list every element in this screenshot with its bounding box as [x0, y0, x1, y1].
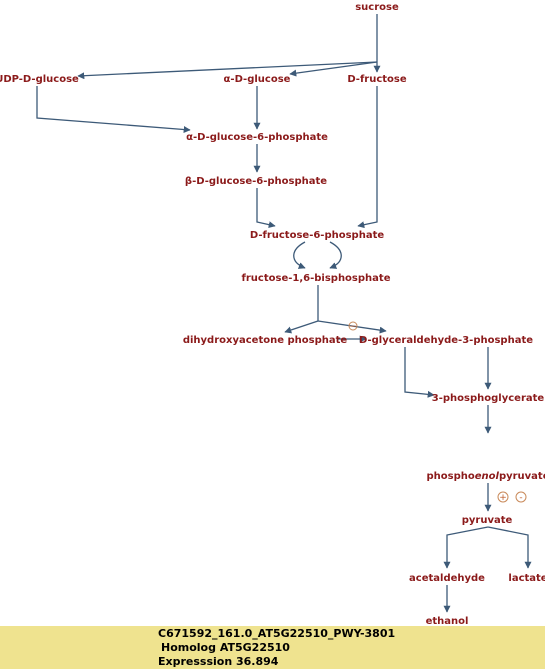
- node-3-phosphoglycerate[interactable]: 3-phosphoglycerate: [432, 393, 545, 404]
- edge-sucrose-to-alpha-d-glucose: [289, 61, 378, 77]
- edge-d-fructose-to-d-fructose-6-phosphate: [357, 86, 378, 229]
- node-beta-d-glucose-6-phosphate[interactable]: β-D-glucose-6-phosphate: [185, 176, 327, 187]
- gene-info-panel: C671592_161.0_AT5G22510_PWY-3801 Homolog…: [0, 626, 545, 669]
- node-d-fructose-6-phosphate[interactable]: D-fructose-6-phosphate: [250, 230, 385, 241]
- minus-symbol: -: [519, 493, 522, 503]
- edge-d-glyceraldehyde-3-phosphate-to-3-phosphoglycerate-left: [404, 347, 435, 398]
- edge-split-to-dihydroxyacetone-phosphate: [284, 320, 319, 334]
- node-lactate[interactable]: lactate: [508, 573, 545, 584]
- gene-id: C671592_161.0_AT5G22510_PWY-3801: [158, 627, 396, 640]
- node-alpha-d-glucose-6-phosphate[interactable]: α-D-glucose-6-phosphate: [186, 132, 328, 143]
- edge-beta-d-glucose-6-phosphate-to-d-fructose-6-phosphate: [256, 188, 276, 229]
- node-dihydroxyacetone-phosphate[interactable]: dihydroxyacetone phosphate: [183, 335, 348, 346]
- node-sucrose[interactable]: sucrose: [355, 2, 399, 13]
- edge-pyruvate-to-acetaldehyde: [443, 526, 489, 569]
- inhibition-symbol: −: [349, 322, 357, 332]
- inhibition-marker: [348, 321, 358, 331]
- expression-label: Expresssion 36.894: [158, 655, 279, 668]
- edge-d-fructose-6-phosphate-to-fructose-1-6-bisphosphate-left: [293, 241, 306, 269]
- pathway-nodes: sucrose UDP-D-glucose α-D-glucose D-fruc…: [0, 2, 545, 626]
- node-fructose-1-6-bisphosphate[interactable]: fructose-1,6-bisphosphate: [242, 273, 391, 284]
- pathway-edges: [36, 14, 532, 613]
- pathway-diagram: − + - sucrose UDP-D-glucose α-D-glucose …: [0, 2, 545, 626]
- activation-symbol: +: [499, 493, 507, 503]
- node-ethanol[interactable]: ethanol: [426, 616, 469, 626]
- node-acetaldehyde[interactable]: acetaldehyde: [409, 573, 485, 584]
- inhibition-marker-pyruvate: [515, 491, 527, 503]
- edge-pyruvate-to-lactate: [487, 526, 532, 569]
- edge-split-to-d-glyceraldehyde-3-phosphate: [317, 320, 387, 334]
- node-udp-d-glucose[interactable]: UDP-D-glucose: [0, 74, 79, 85]
- node-pyruvate[interactable]: pyruvate: [462, 515, 513, 526]
- regulation-markers: − + -: [348, 321, 527, 503]
- node-d-fructose[interactable]: D-fructose: [347, 74, 407, 85]
- node-phosphoenolpyruvate[interactable]: phosphoenolpyruvate: [426, 471, 545, 482]
- activation-marker: [497, 491, 509, 503]
- edge-d-fructose-6-phosphate-to-fructose-1-6-bisphosphate-right: [329, 241, 342, 269]
- edge-udp-d-glucose-to-alpha-d-glucose-6-phosphate: [36, 86, 191, 133]
- edge-sucrose-to-udp-d-glucose: [77, 61, 378, 80]
- node-d-glyceraldehyde-3-phosphate[interactable]: D-glyceraldehyde-3-phosphate: [359, 335, 533, 346]
- node-alpha-d-glucose[interactable]: α-D-glucose: [224, 74, 291, 85]
- homolog-label: Homolog AT5G22510: [161, 641, 290, 654]
